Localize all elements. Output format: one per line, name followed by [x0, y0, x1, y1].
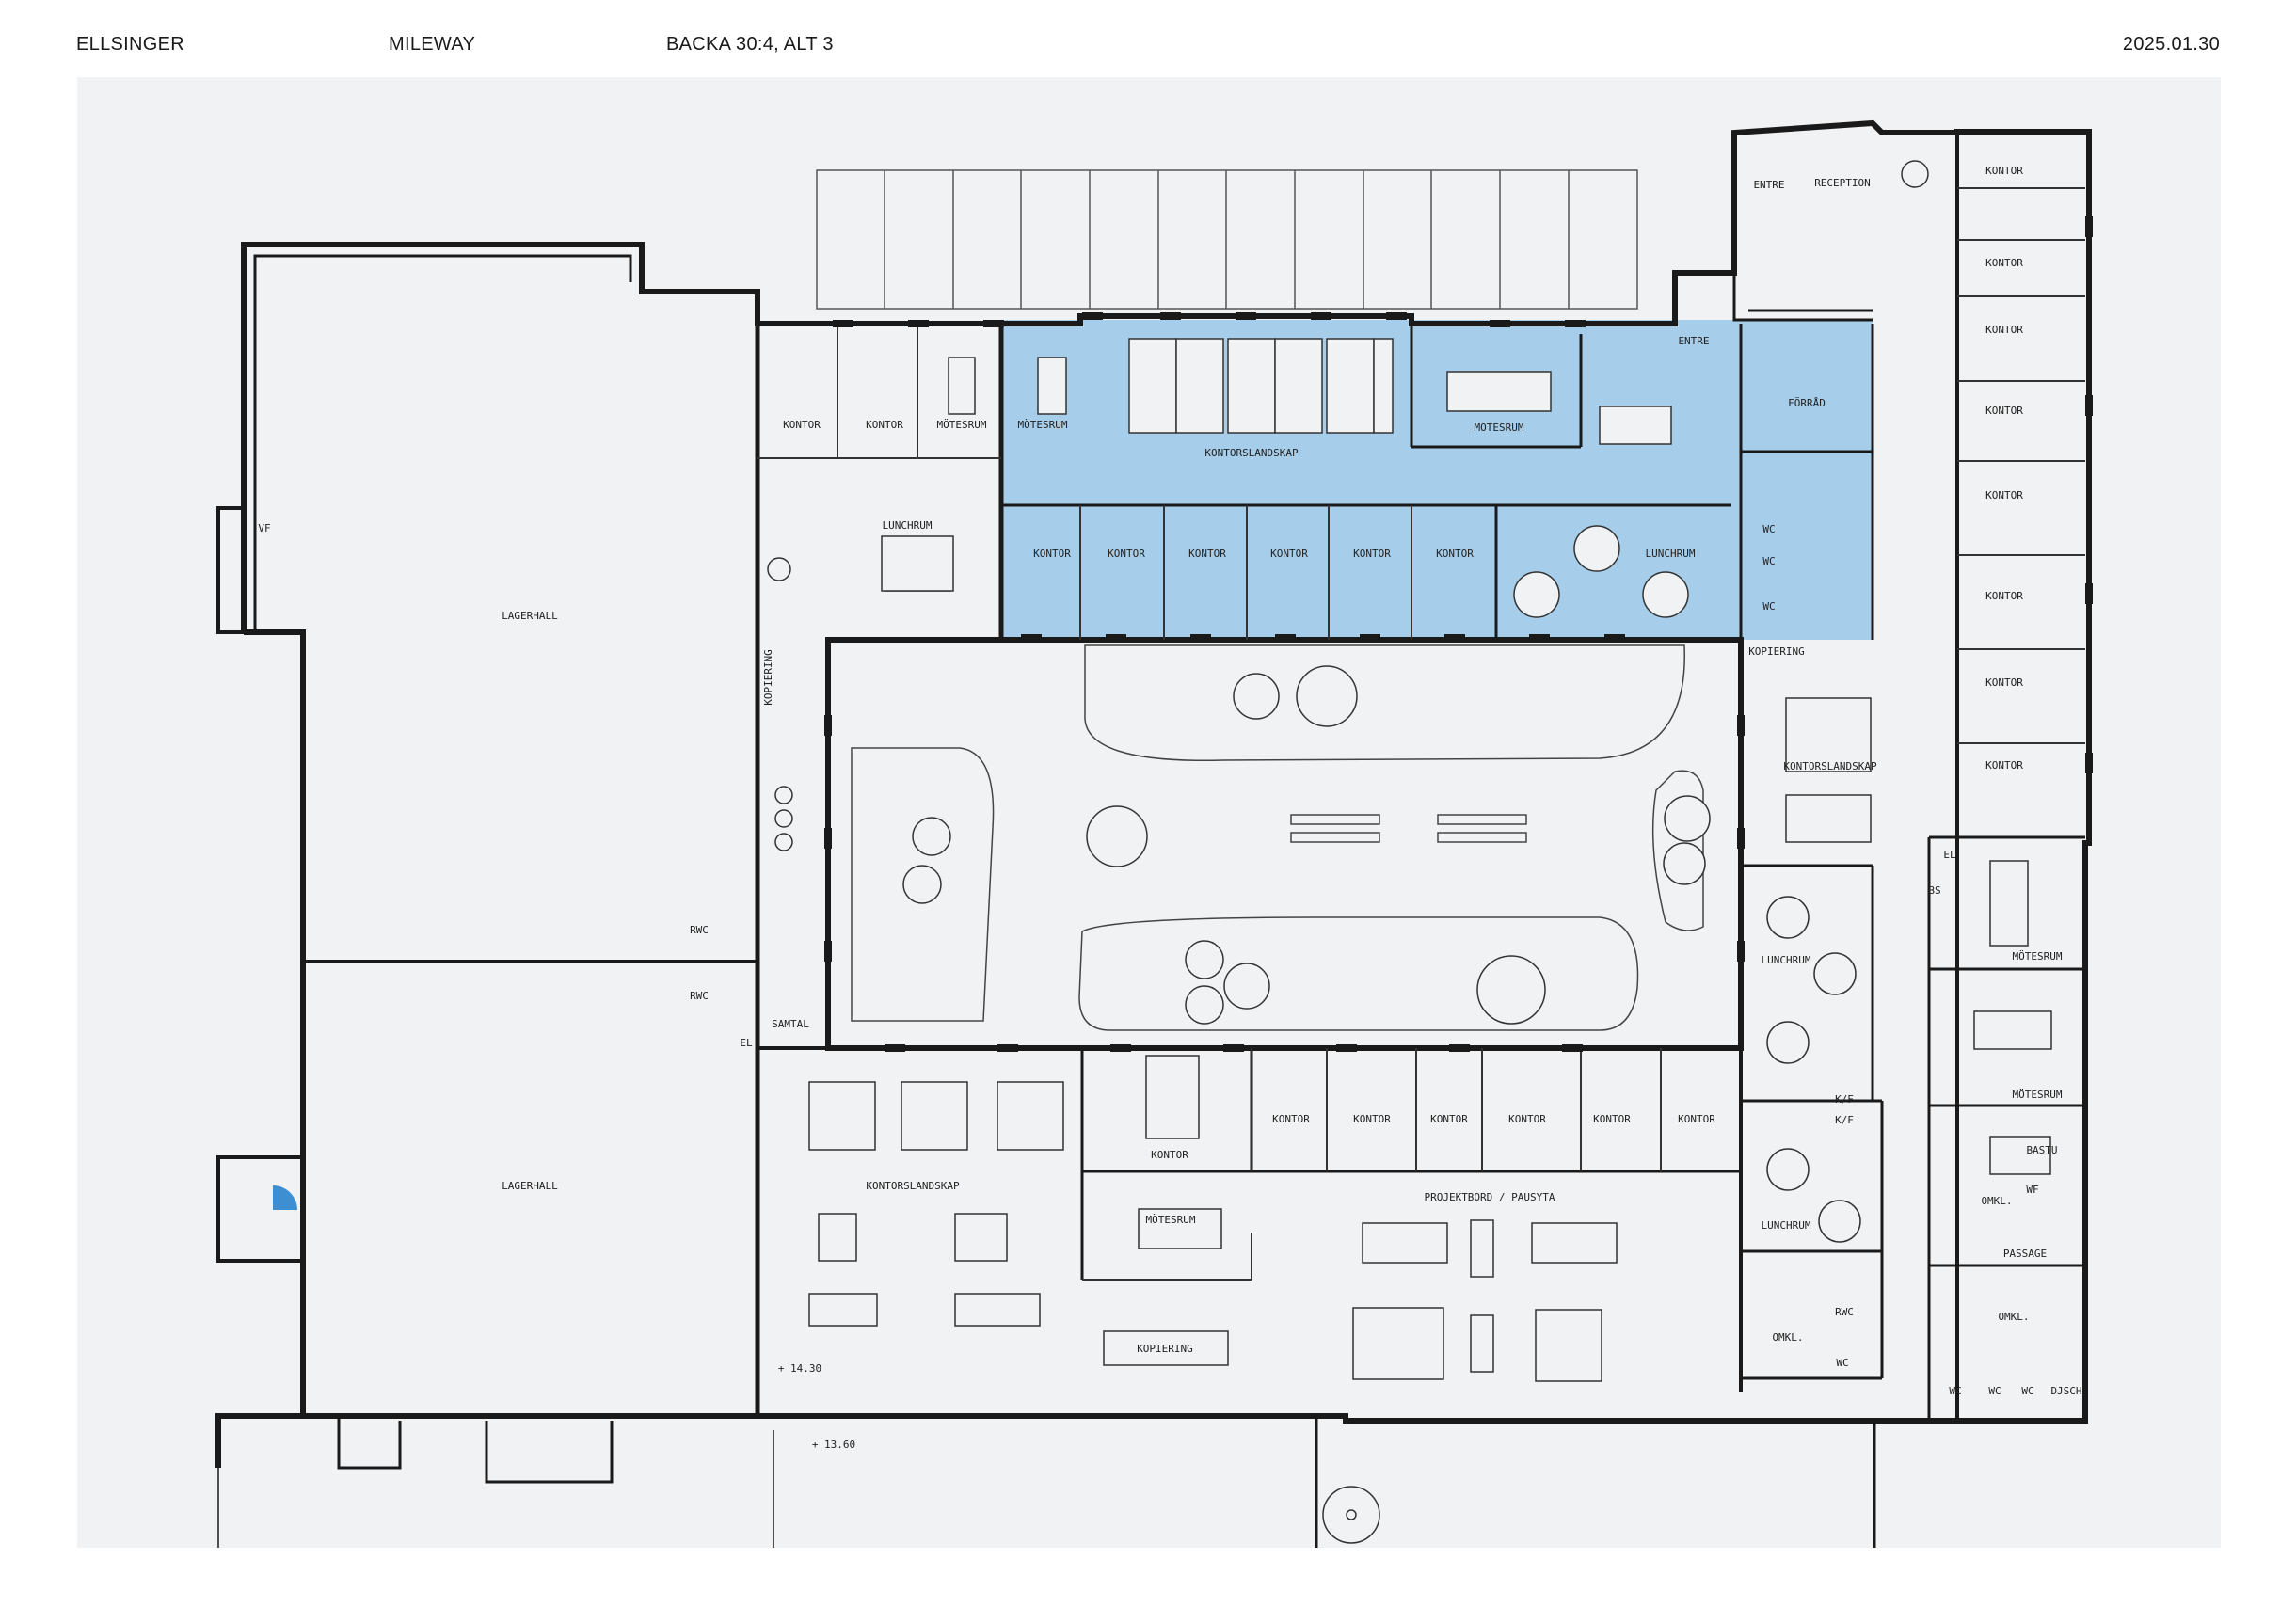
label-kontor-row-6: KONTOR — [1436, 548, 1474, 560]
label-kopiering-bottom: KOPIERING — [1137, 1343, 1193, 1355]
label-kontor-bottom-row-4: KONTOR — [1508, 1113, 1546, 1125]
label-lunchrum-right-1: LUNCHRUM — [1762, 954, 1811, 966]
highlighted-area — [1001, 320, 1873, 640]
label-vf: VF — [258, 522, 270, 534]
label-projektbord: PROJEKTBORD / PAUSYTA — [1424, 1191, 1555, 1203]
label-el-left: EL — [740, 1037, 753, 1049]
label-rwc-3: RWC — [1835, 1306, 1854, 1318]
label-rwc-2: RWC — [690, 990, 709, 1002]
label-level-2: + 13.60 — [812, 1439, 855, 1451]
label-lunchrum-right-2: LUNCHRUM — [1762, 1219, 1811, 1232]
label-bs: BS — [1928, 884, 1940, 897]
label-samtal: SAMTAL — [772, 1018, 809, 1030]
label-kontor-east-2: KONTOR — [1985, 257, 2023, 269]
label-lagerhall-lower: LAGERHALL — [502, 1180, 558, 1192]
label-wc-7: WC — [2021, 1385, 2033, 1397]
company-name: ELLSINGER — [76, 34, 184, 55]
floor-plan[interactable]: LAGERHALL LAGERHALL VF RWC RWC SAMTAL EL… — [77, 77, 2221, 1548]
project-name: MILEWAY — [389, 34, 476, 55]
label-lunchrum-left: LUNCHRUM — [883, 519, 933, 532]
label-kontor-row-5: KONTOR — [1353, 548, 1391, 560]
label-el-right: EL — [1943, 849, 1956, 861]
label-wc-2: WC — [1762, 555, 1775, 567]
label-kf-1: K/F — [1835, 1093, 1854, 1106]
label-level-1: + 14.30 — [778, 1362, 821, 1375]
property-name: BACKA 30:4, ALT 3 — [666, 34, 834, 55]
label-entre-top: ENTRE — [1678, 335, 1709, 347]
label-kontor-row-4: KONTOR — [1270, 548, 1308, 560]
label-entre-right: ENTRE — [1753, 179, 1784, 191]
office-partitions — [757, 187, 2085, 1281]
label-motesrum-right-2: MÖTESRUM — [2013, 1089, 2063, 1101]
label-motesrum-top-1: MÖTESRUM — [937, 419, 987, 431]
label-kontor-east-5: KONTOR — [1985, 489, 2023, 501]
label-kontor-east-1: KONTOR — [1985, 165, 2023, 177]
round-tables — [767, 160, 1929, 1243]
label-kontor-bottom-row-6: KONTOR — [1678, 1113, 1715, 1125]
label-kontor-row-3: KONTOR — [1188, 548, 1226, 560]
label-omkl-1: OMKL. — [1981, 1195, 2012, 1207]
label-kontorslandskap-right: KONTORSLANDSKAP — [1783, 760, 1877, 772]
parking-stalls — [816, 169, 1638, 310]
label-wc-3: WC — [1762, 600, 1775, 613]
label-lunchrum-blue: LUNCHRUM — [1646, 548, 1696, 560]
label-bastu: BASTU — [2026, 1144, 2057, 1156]
label-kontor-bottom-1: KONTOR — [1151, 1149, 1188, 1161]
label-kontor-east-4: KONTOR — [1985, 405, 2023, 417]
label-kopiering-right: KOPIERING — [1748, 645, 1805, 658]
label-kontor-row-1: KONTOR — [1033, 548, 1071, 560]
label-motesrum-bottom: MÖTESRUM — [1146, 1214, 1196, 1226]
floor-plan-drawing: LAGERHALL LAGERHALL VF RWC RWC SAMTAL EL… — [215, 119, 2093, 1548]
door-accent — [273, 1185, 297, 1210]
label-wc-4: WC — [1836, 1357, 1848, 1369]
label-omkl-2: OMKL. — [1998, 1311, 2029, 1323]
label-kontorslandskap-bottom: KONTORSLANDSKAP — [866, 1180, 960, 1192]
label-forrad: FÖRRÅD — [1788, 397, 1826, 409]
label-motesrum-right-1: MÖTESRUM — [2013, 950, 2063, 963]
label-kontor-top-1: KONTOR — [783, 419, 821, 431]
furniture — [808, 338, 2052, 1382]
label-wc-5: WC — [1949, 1385, 1961, 1397]
label-kontor-bottom-row-2: KONTOR — [1353, 1113, 1391, 1125]
label-kontor-top-2: KONTOR — [866, 419, 903, 431]
label-rwc-1: RWC — [690, 924, 709, 936]
document-date: 2025.01.30 — [2122, 34, 2220, 55]
spiral-stair — [1322, 1486, 1380, 1544]
label-kontor-east-7: KONTOR — [1985, 676, 2023, 689]
trees — [902, 665, 1711, 1025]
label-motesrum-top-2: MÖTESRUM — [1018, 419, 1068, 431]
label-wc-1: WC — [1762, 523, 1775, 535]
label-kontor-bottom-row-5: KONTOR — [1593, 1113, 1631, 1125]
label-kf-2: K/F — [1835, 1114, 1854, 1126]
label-passage: PASSAGE — [2003, 1248, 2047, 1260]
label-kontor-row-2: KONTOR — [1108, 548, 1145, 560]
label-kopiering-vertical: KOPIERING — [762, 649, 774, 706]
label-motesrum-top-3: MÖTESRUM — [1475, 422, 1524, 434]
courtyard — [851, 644, 1704, 1031]
label-lagerhall-upper: LAGERHALL — [502, 610, 558, 622]
label-kontor-east-8: KONTOR — [1985, 759, 2023, 772]
label-kontorslandskap-top: KONTORSLANDSKAP — [1204, 447, 1299, 459]
label-wf: WF — [2026, 1184, 2038, 1196]
label-kontor-bottom-row-3: KONTOR — [1430, 1113, 1468, 1125]
label-djsch: DJSCH — [2050, 1385, 2081, 1397]
label-kontor-east-6: KONTOR — [1985, 590, 2023, 602]
label-wc-6: WC — [1988, 1385, 2001, 1397]
room-labels: LAGERHALL LAGERHALL VF RWC RWC SAMTAL EL… — [258, 165, 2081, 1451]
label-kontor-bottom-row-1: KONTOR — [1272, 1113, 1310, 1125]
label-reception: RECEPTION — [1814, 177, 1871, 189]
label-omkl-3: OMKL. — [1772, 1331, 1803, 1344]
highlight-lower — [1001, 505, 1873, 640]
label-kontor-east-3: KONTOR — [1985, 324, 2023, 336]
windows — [824, 216, 2093, 1052]
